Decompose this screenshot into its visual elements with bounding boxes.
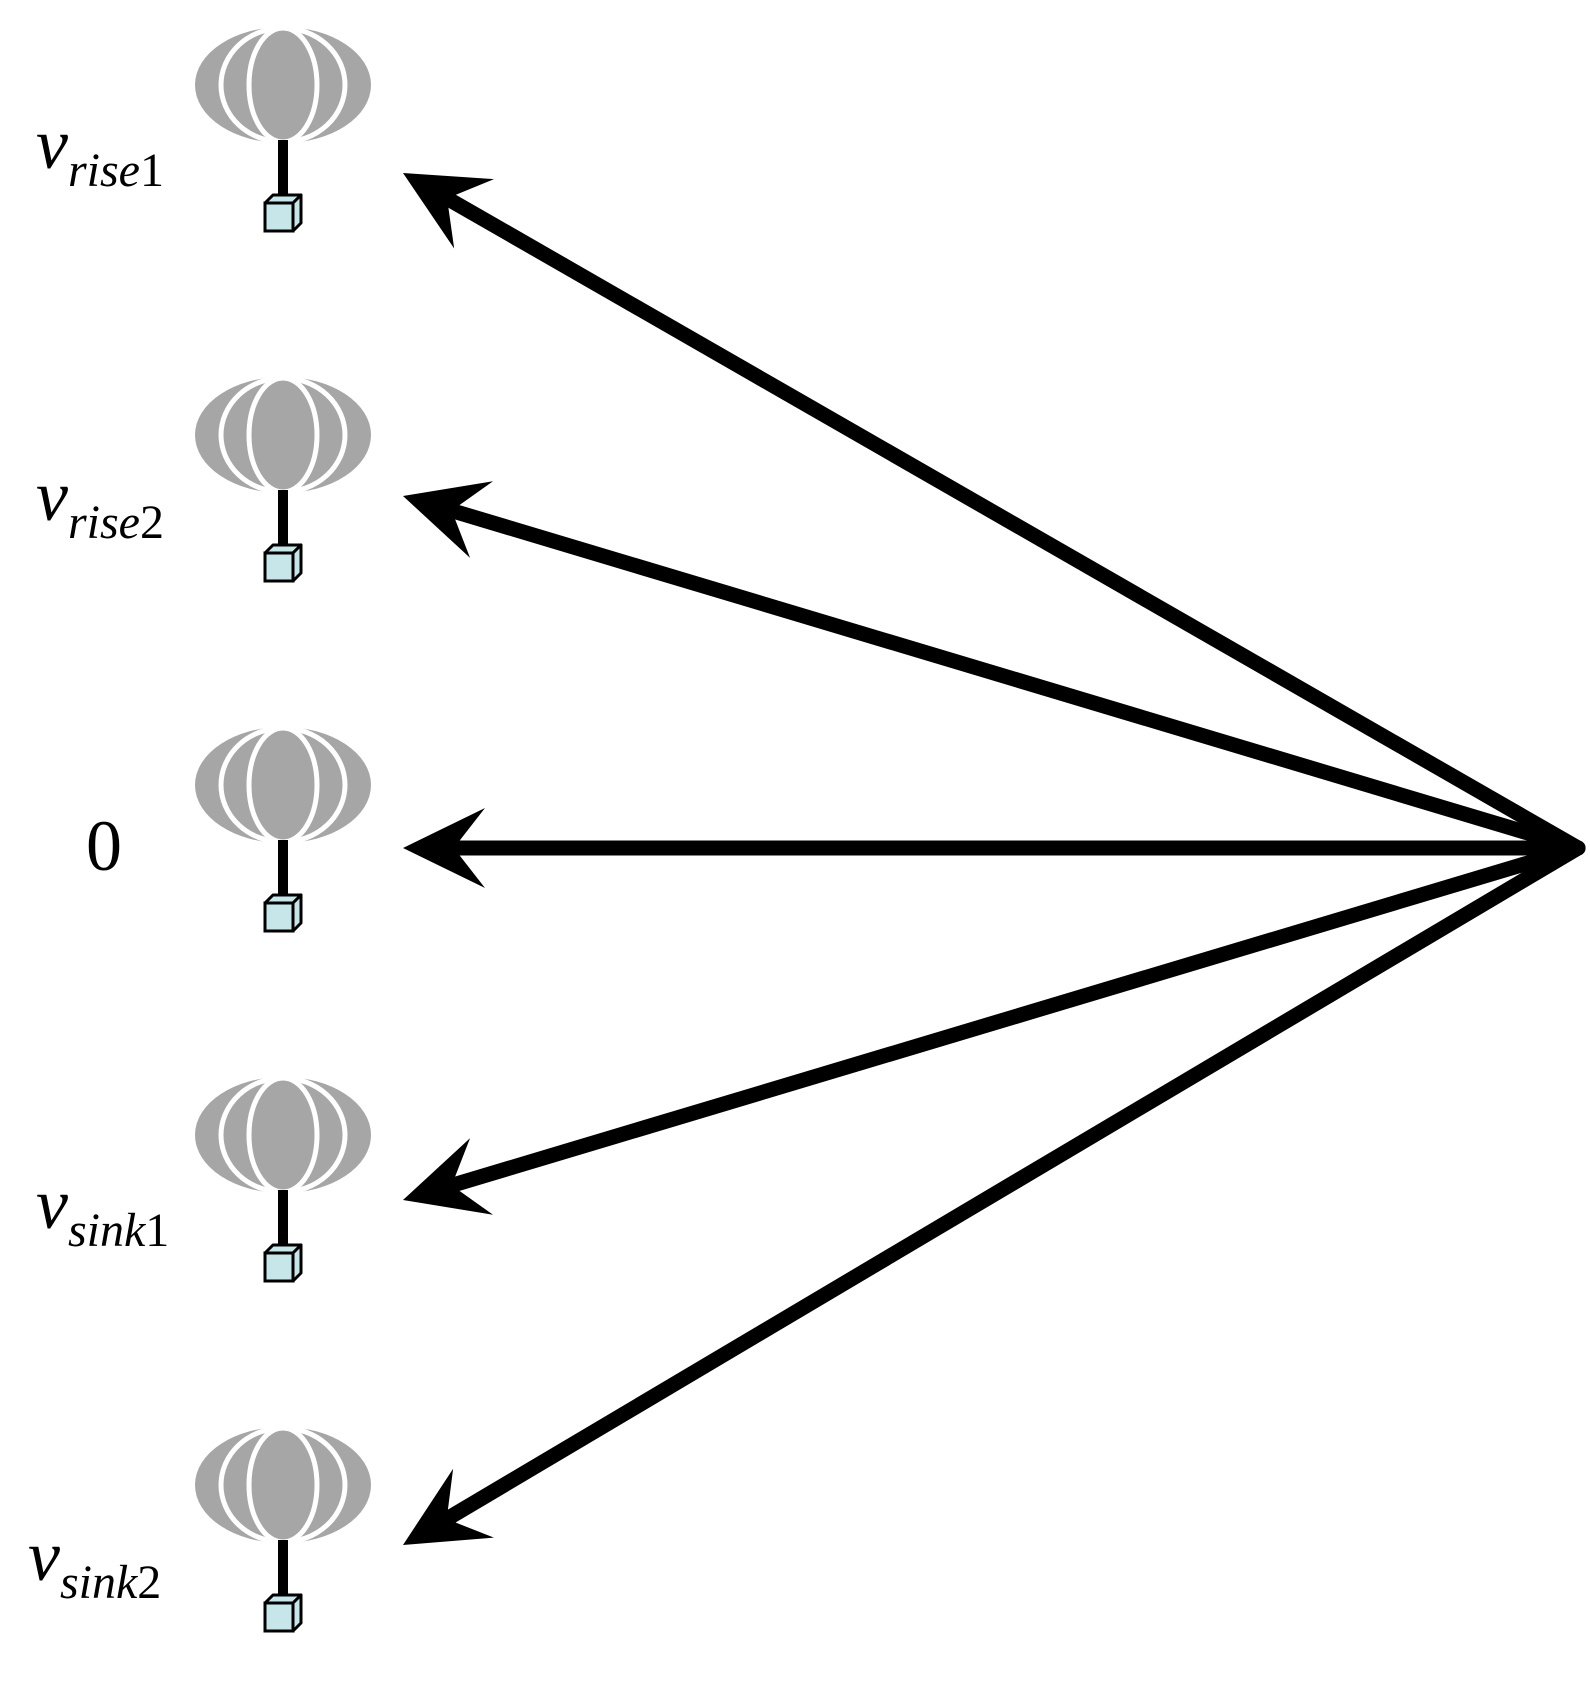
payload-box-icon [263,551,295,583]
balloon-sink2 [195,1425,371,1633]
arrow-head [403,1468,494,1545]
label-index: 2 [137,1556,162,1609]
label-subscript: sink [67,1204,146,1257]
label-v-sink2: vsink2 [28,1520,161,1607]
arrow-shaft [436,188,1586,856]
arrow-layer [403,173,1586,1545]
balloon-icon [195,377,371,493]
balloon-icon [195,727,371,843]
balloon-icon [195,1427,371,1543]
arrow-head [403,1138,494,1215]
balloon-tether [278,840,288,896]
balloon-rise1 [195,25,371,233]
balloon-sink1 [195,1075,371,1283]
arrow-to-sink1 [403,840,1586,1215]
balloon-tether [278,1540,288,1596]
arrow-to-zero [403,808,1586,888]
arrow-head [403,481,494,558]
balloon-layer [195,25,371,1633]
arrow-head [403,808,485,888]
label-v-rise1: vrise1 [36,108,164,195]
balloon-tether [278,490,288,546]
label-var: v [36,104,68,184]
balloon-icon [195,1077,371,1193]
balloon-zero [195,725,371,933]
label-subscript: rise [67,144,140,197]
balloon-icon [195,27,371,143]
label-index: 1 [145,1204,170,1257]
arrow-shaft [440,840,1586,1195]
payload-box-icon [263,901,295,933]
label-zero-text: 0 [86,806,122,886]
label-index: 1 [139,144,164,197]
label-var: v [28,1516,60,1596]
label-var: v [36,1164,68,1244]
arrow-to-rise1 [403,173,1586,856]
label-index: 2 [139,496,164,549]
balloon-tether [278,1190,288,1246]
label-subscript: rise [67,496,140,549]
balloon-rise2 [195,375,371,583]
arrow-shaft [440,501,1586,856]
label-subscript: sink [59,1556,138,1609]
payload-box-icon [263,1601,295,1633]
payload-box-icon [263,201,295,233]
payload-box-icon [263,1251,295,1283]
arrow-to-rise2 [403,481,1586,856]
label-v-sink1: vsink1 [36,1168,169,1255]
label-zero: 0 [86,810,122,882]
arrow-shaft [435,840,1586,1529]
label-v-rise2: vrise2 [36,460,164,547]
arrow-to-sink2 [403,840,1586,1545]
label-var: v [36,456,68,536]
balloon-tether [278,140,288,196]
arrow-head [403,173,495,249]
